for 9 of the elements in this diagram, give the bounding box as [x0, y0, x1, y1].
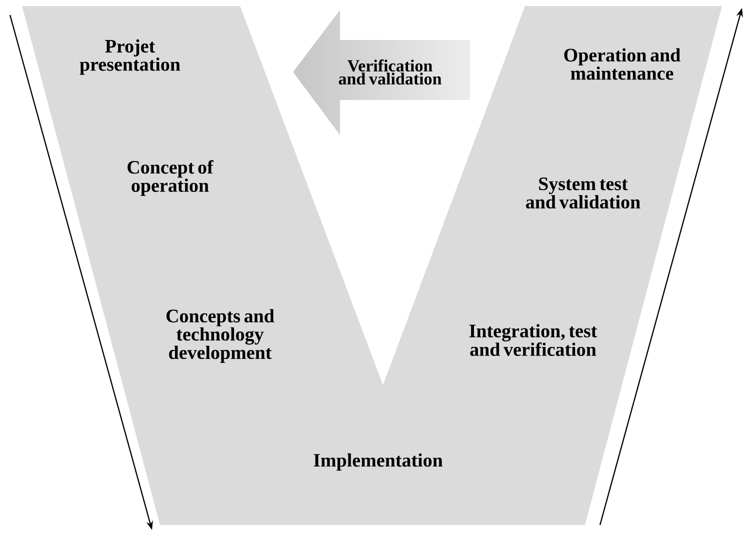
stage-label: Concept of operation	[128, 160, 214, 196]
stage-label: Implementation	[314, 453, 443, 471]
stage-label: System test and validation	[526, 177, 640, 209]
stage-label: Projet presentation	[80, 39, 180, 75]
stage-label: Concepts and technology development	[166, 309, 274, 363]
v-shaped-band	[22, 6, 722, 525]
stage-label: Integration, test and verification	[469, 324, 598, 356]
block-arrow: Verification and validation	[338, 59, 442, 85]
stage-label: Operation and maintenance	[564, 48, 680, 80]
